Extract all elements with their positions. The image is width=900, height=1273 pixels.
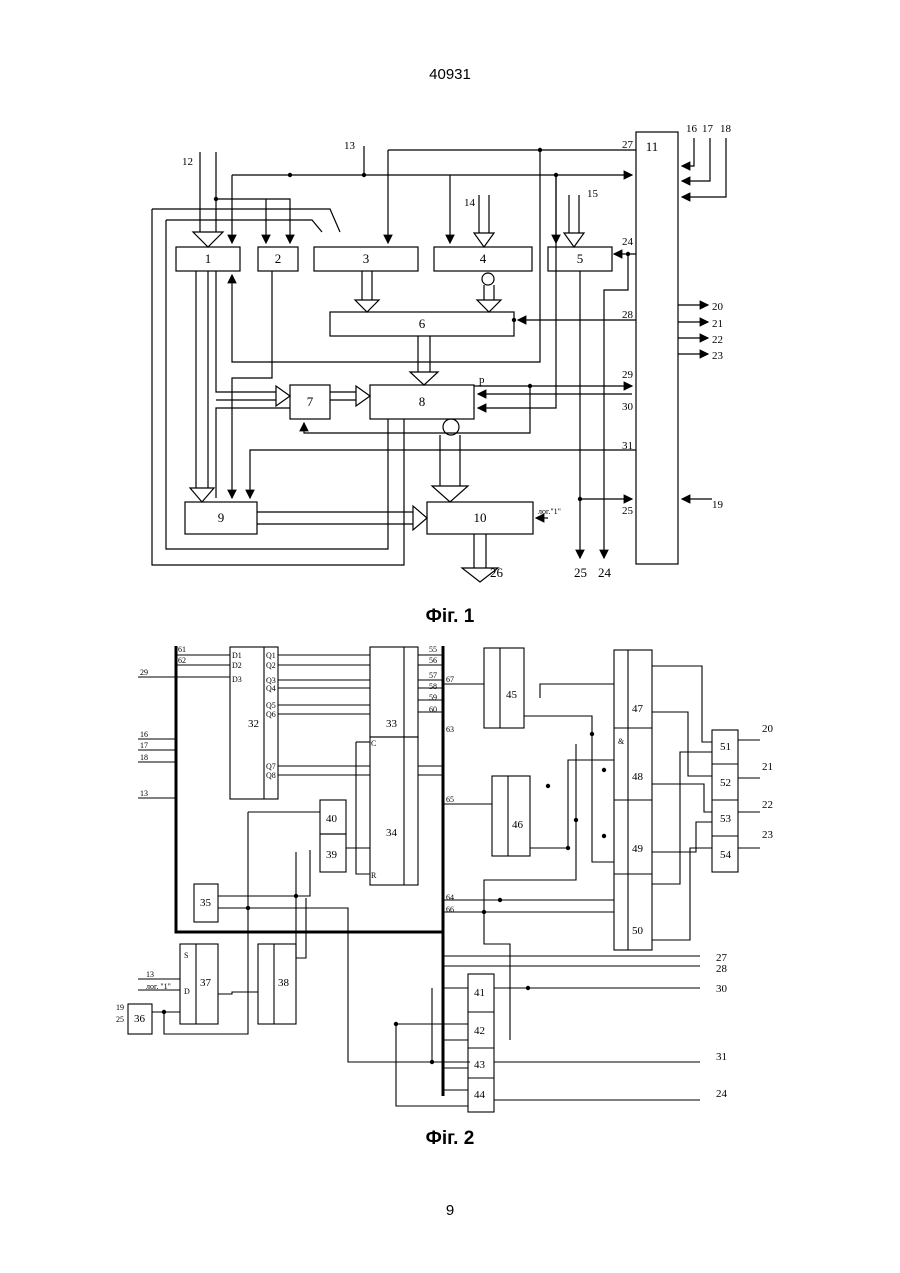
- block-2-label: 2: [275, 251, 282, 266]
- line-30-label: 30: [622, 401, 634, 413]
- line-12-label: 12: [182, 156, 193, 168]
- block-1-label: 1: [205, 251, 212, 266]
- block-8-label: 8: [419, 394, 426, 409]
- line-28-label: 28: [622, 309, 634, 321]
- block-11: [636, 132, 678, 564]
- block-9-label: 9: [218, 510, 225, 525]
- line-23-label: 23: [712, 350, 724, 362]
- line-24-out-label: 24: [598, 565, 612, 580]
- line-31-label: 31: [622, 440, 633, 452]
- line-21-label: 21: [712, 318, 723, 330]
- line-27-label: 27: [622, 139, 634, 151]
- line-16-label: 16: [686, 123, 698, 135]
- line-13-label: 13: [344, 140, 356, 152]
- line-25-label: 25: [622, 505, 634, 517]
- block-5-label: 5: [577, 251, 584, 266]
- line-24-label: 24: [622, 236, 634, 248]
- block-6-label: 6: [419, 316, 426, 331]
- line-15-label: 15: [587, 188, 599, 200]
- line-14-label: 14: [464, 197, 476, 209]
- annotation-p: р: [479, 374, 485, 386]
- page-number: 9: [0, 1202, 900, 1219]
- figure-2-caption: Фіг. 2: [0, 1128, 900, 1150]
- block-10-label: 10: [474, 510, 487, 525]
- line-19-label: 19: [712, 499, 724, 511]
- annotation-log1: лог."1": [538, 507, 561, 516]
- block-7-label: 7: [307, 394, 314, 409]
- line-25-out-label: 25: [574, 565, 587, 580]
- block-3-label: 3: [363, 251, 370, 266]
- line-20-label: 20: [712, 301, 724, 313]
- block-11-label: 11: [646, 139, 659, 154]
- line-22-label: 22: [712, 334, 723, 346]
- line-29-label: 29: [622, 369, 634, 381]
- figure-1-caption: Фіг. 1: [0, 606, 900, 628]
- line-17-label: 17: [702, 123, 714, 135]
- line-18-label: 18: [720, 123, 732, 135]
- line-26-label: 26: [490, 565, 504, 580]
- block-4-label: 4: [480, 251, 487, 266]
